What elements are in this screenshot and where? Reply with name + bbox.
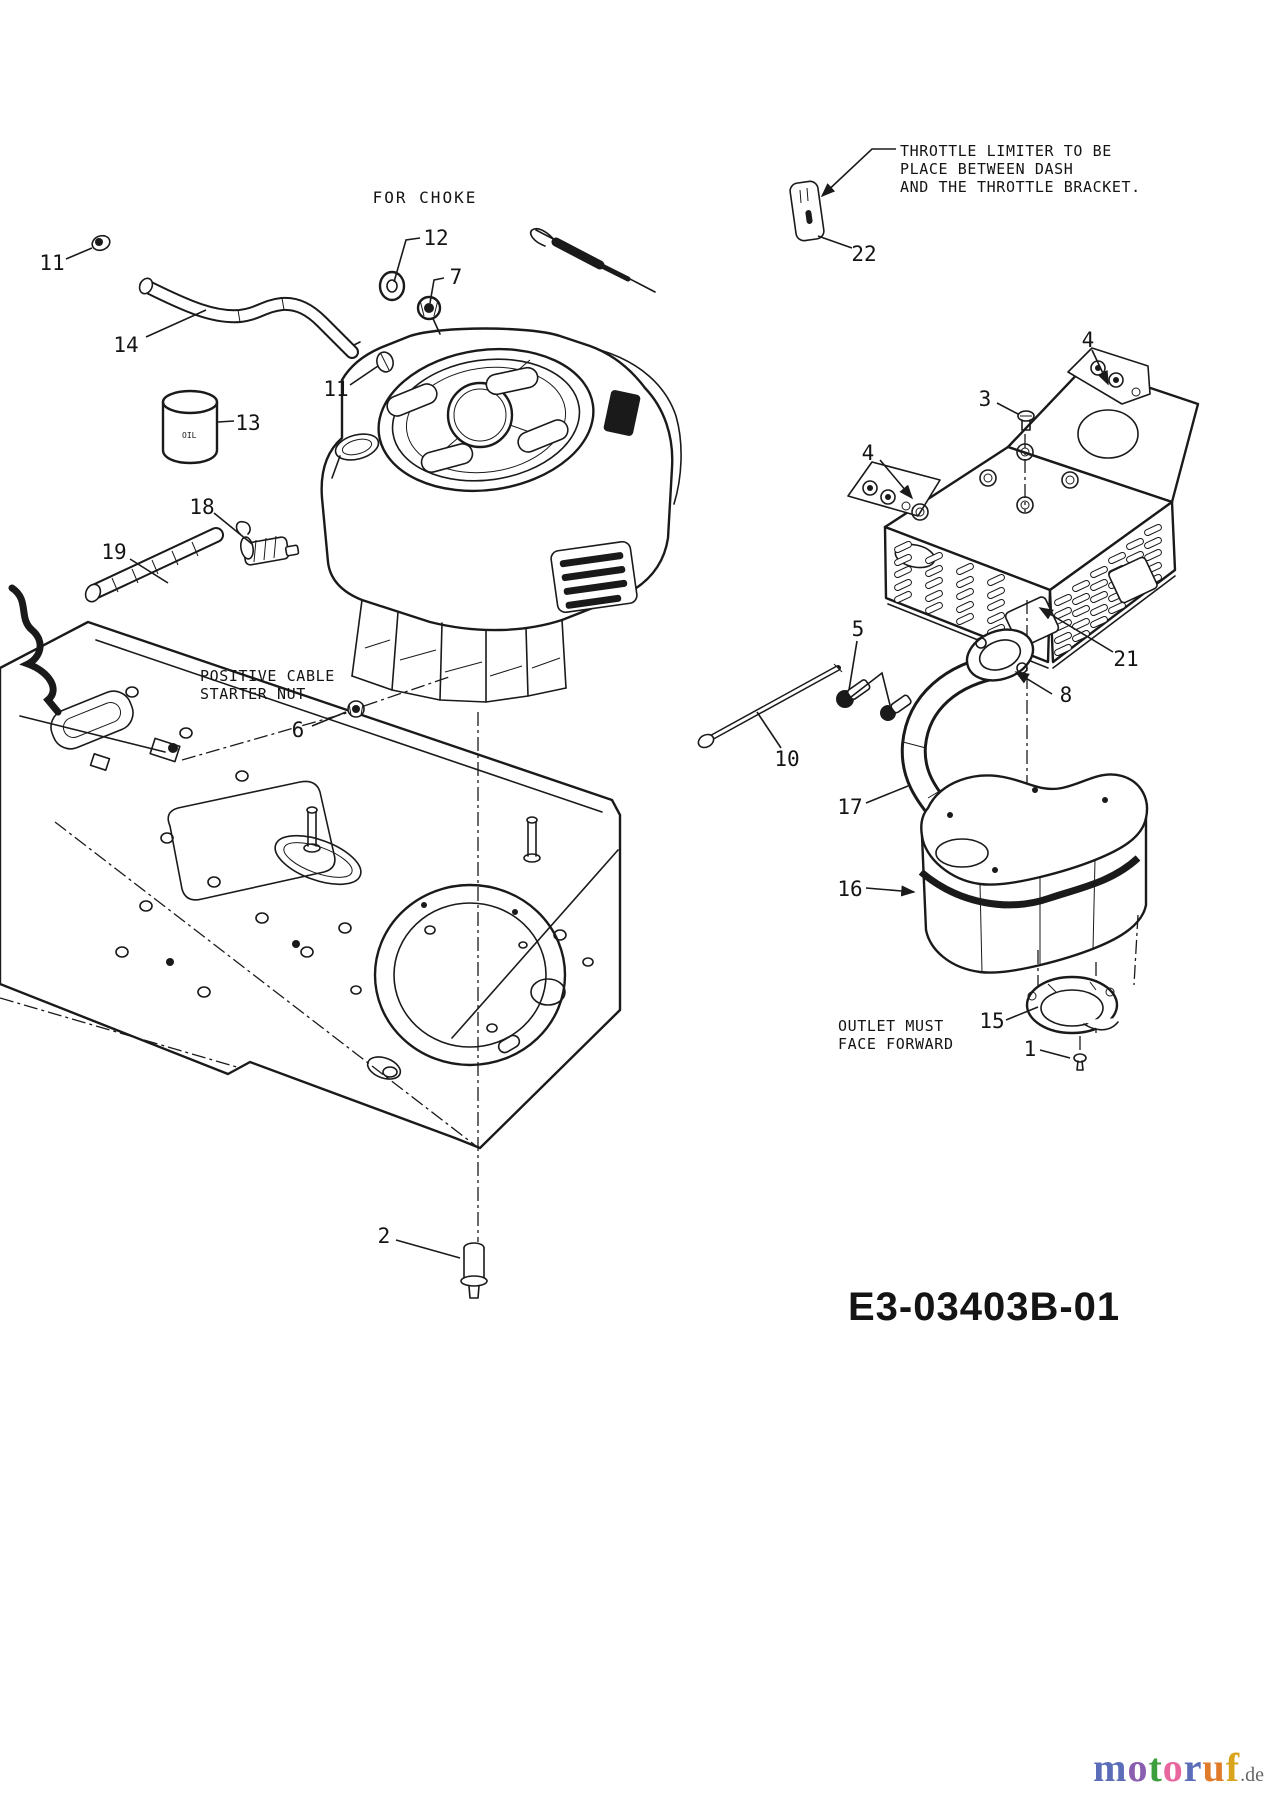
frame-plate [0,622,620,1148]
outlet-note-line2: FACE FORWARD [838,1035,954,1053]
throttle-note-line2: PLACE BETWEEN DASH [900,160,1073,178]
callout-22: 22 [851,242,876,266]
positive-cable-line2: STARTER NUT [200,685,306,703]
positive-cable-line1: POSITIVE CABLE [200,667,335,685]
callout-8: 8 [1060,683,1073,707]
callout-5: 5 [852,617,865,641]
callout-17: 17 [837,795,862,819]
mounting-bolt-2 [461,1243,487,1298]
battery-cable [12,588,452,760]
throttle-note-line1: THROTTLE LIMITER TO BE [900,142,1112,160]
watermark-letter: r [1183,1745,1203,1790]
choke-washer-12 [380,272,404,300]
oil-cap [332,430,381,478]
fuel-hose-19 [83,535,216,604]
starter-nut-6 [348,701,364,717]
oil-container-13: OIL [163,391,217,463]
callout-19: 19 [101,540,126,564]
frame-stud [524,817,540,862]
breather-hose-14 [137,276,352,352]
cover-screw-3 [1018,411,1034,430]
long-bolt-10 [696,664,842,750]
callout-10: 10 [774,747,799,771]
cylinder-fins [352,600,566,702]
callout-4: 4 [1082,328,1095,352]
throttle-note-line3: AND THE THROTTLE BRACKET. [900,178,1141,196]
callout-numbers: 11 14 12 7 11 13 18 19 6 2 22 3 4 4 5 10… [39,226,1138,1248]
clamp-11-left [90,233,112,252]
callout-21: 21 [1113,647,1138,671]
callout-6: 6 [292,718,305,742]
muffler-strap [921,858,1138,905]
watermark-letter: f [1225,1745,1241,1790]
diagram-code: E3-03403B-01 [848,1285,1120,1329]
flange-bolts-5 [836,679,912,721]
frame-holes [116,687,593,1077]
callout-1: 1 [1024,1037,1037,1061]
clamp-11-right [375,350,396,373]
callout-18: 18 [189,495,214,519]
callout-11: 11 [323,377,348,401]
callout-leaders [66,149,1113,1258]
oil-label: OIL [182,431,197,440]
clamp-screw-1 [1074,1054,1086,1070]
for-choke-label: FOR CHOKE [373,188,478,207]
watermark-letter: o [1127,1745,1149,1790]
frame-hole-dots [166,902,518,966]
cover-blank-patch [1108,556,1159,604]
callout-14: 14 [113,333,138,357]
choke-nut-7 [418,297,440,319]
callout-13: 13 [235,411,260,435]
callout-12: 12 [423,226,448,250]
callout-11: 11 [39,251,64,275]
cover-bracket-left [848,462,940,516]
ignition-module [603,390,641,436]
annotations: THROTTLE LIMITER TO BE PLACE BETWEEN DAS… [200,142,1141,1329]
muffler-16 [921,774,1147,972]
callout-3: 3 [979,387,992,411]
outlet-note-line1: OUTLET MUST [838,1017,944,1035]
callout-4: 4 [862,441,875,465]
muffler-clamp-15 [1027,977,1120,1036]
throttle-limiter-bracket-22 [789,180,825,241]
shroud-vents [384,366,571,475]
air-cleaner-cover [848,348,1198,788]
watermark-suffix: .de [1240,1764,1264,1786]
motoruf-watermark: motoruf.de [1093,1744,1264,1791]
watermark-letter: t [1148,1745,1163,1790]
fuel-fitting-18 [237,522,299,566]
watermark-letter: o [1162,1745,1184,1790]
callout-2: 2 [378,1224,391,1248]
engine [322,312,681,702]
callout-7: 7 [450,265,463,289]
watermark-letter: m [1093,1745,1128,1790]
watermark-letter: u [1202,1745,1226,1790]
engine-side-module [550,541,638,614]
callout-15: 15 [979,1009,1004,1033]
frame-stud [304,807,320,852]
exhaust-flange-8 [960,621,1040,689]
throttle-spring [531,229,655,292]
callout-16: 16 [837,877,862,901]
